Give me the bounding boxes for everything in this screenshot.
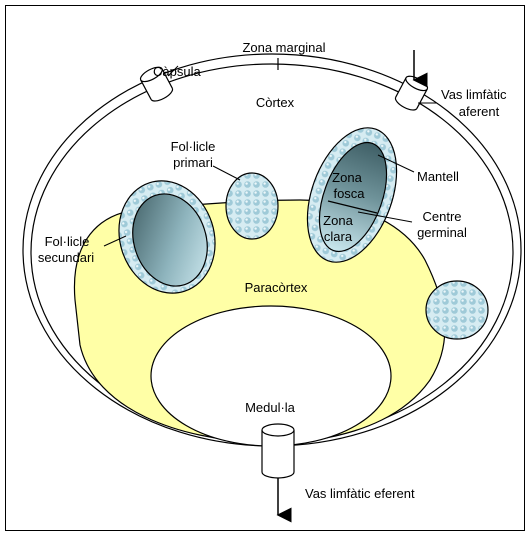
- label-cortex: Còrtex: [256, 95, 295, 110]
- label-zona-fosca-1: Zona: [332, 170, 362, 185]
- label-zona-clara-2: clara: [324, 229, 353, 244]
- label-foll-primari-1: Fol·licle: [171, 139, 216, 154]
- label-paracortex: Paracòrtex: [245, 280, 308, 295]
- label-zona-fosca-2: fosca: [333, 186, 365, 201]
- small-follicle-right: [426, 281, 488, 339]
- label-centre-1: Centre: [422, 209, 461, 224]
- label-foll-secundari-1: Fol·licle: [45, 234, 90, 249]
- label-vas-eferent: Vas limfàtic eferent: [305, 486, 415, 501]
- efferent-vessel: [262, 424, 294, 478]
- label-medulla: Medul·la: [245, 400, 296, 415]
- primary-follicle: [226, 173, 278, 239]
- label-zona-marginal: Zona marginal: [242, 40, 325, 55]
- label-vas-aferent-2: aferent: [459, 104, 500, 119]
- label-vas-aferent-1: Vas limfàtic: [441, 87, 507, 102]
- label-foll-secundari-2: secundari: [38, 250, 94, 265]
- label-capsula: Càpsula: [153, 64, 201, 79]
- label-mantell: Mantell: [417, 169, 459, 184]
- label-centre-2: germinal: [417, 225, 467, 240]
- label-zona-clara-1: Zona: [323, 213, 353, 228]
- label-foll-primari-2: primari: [173, 155, 213, 170]
